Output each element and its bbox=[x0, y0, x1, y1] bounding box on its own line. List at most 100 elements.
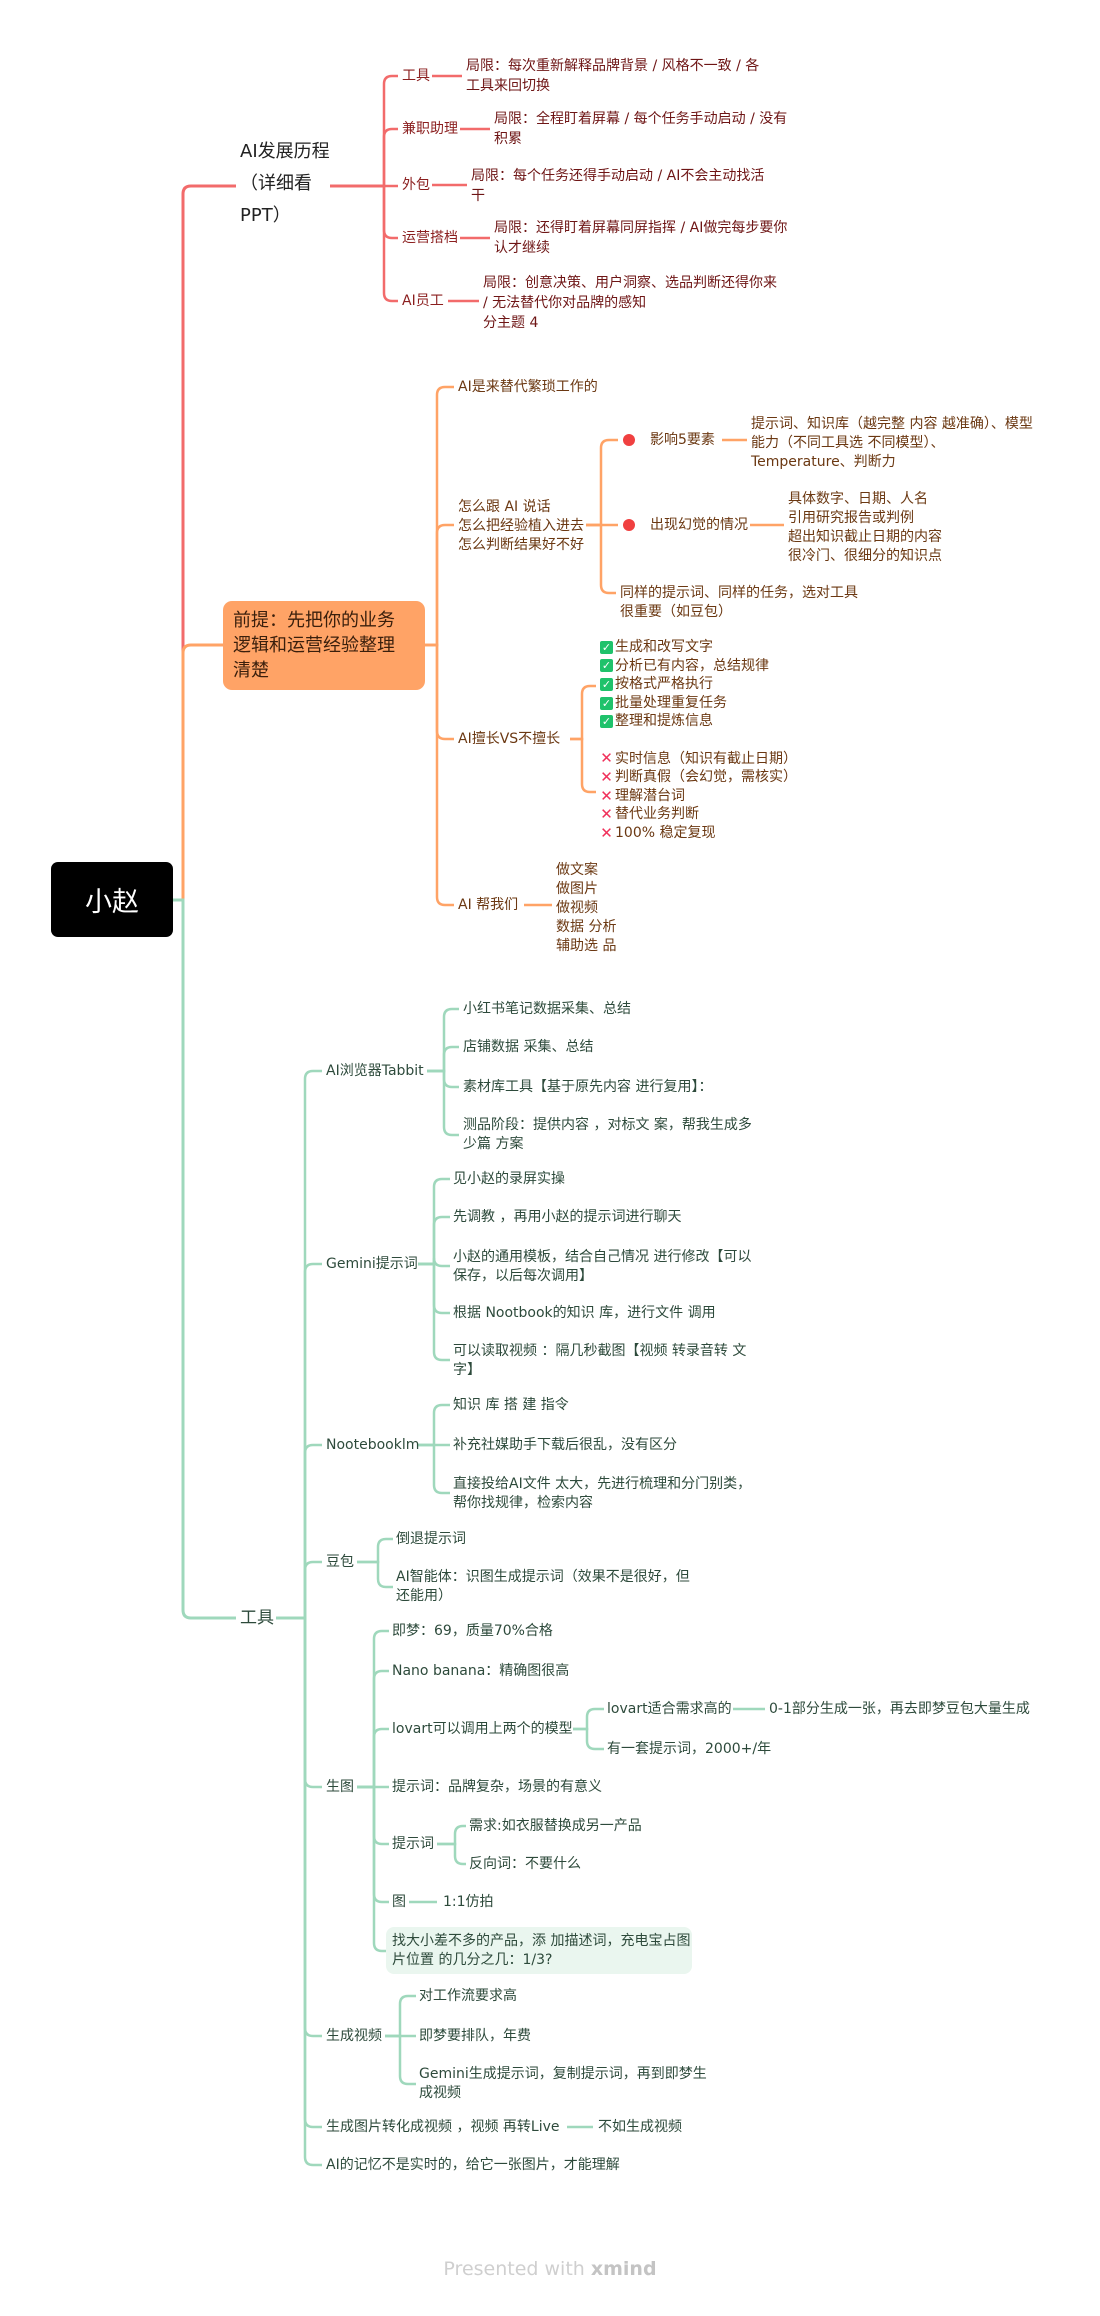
factors-detail[interactable]: 提示词、知识库（越完整 内容 越准确）、模型 能力（不同工具选 不同模型）、 T… bbox=[751, 415, 1033, 470]
image-item-tip[interactable]: 找大小差不多的产品，添 加描述词，充电宝占图 片位置 的几分之几：1/3? bbox=[392, 1932, 691, 1968]
gemini-item[interactable]: 根据 Nootbook的知识 库，进行文件 调用 bbox=[453, 1304, 716, 1321]
skill-row: ✓分析已有内容，总结规律 bbox=[600, 657, 797, 676]
video-item[interactable]: 即梦要排队，年费 bbox=[419, 2027, 531, 2044]
live-detail[interactable]: 不如生成视频 bbox=[598, 2118, 682, 2135]
connector-line bbox=[573, 1707, 604, 1731]
connector-line bbox=[357, 1669, 389, 1789]
video-item[interactable]: Gemini生成提示词，复制提示词，再到即梦生 成视频 bbox=[419, 2065, 707, 2101]
image-item-lovart[interactable]: lovart可以调用上两个的模型 bbox=[392, 1720, 573, 1737]
topic-part-time-stage[interactable]: 兼职助理 bbox=[402, 121, 458, 137]
stage-detail[interactable]: 局限：每次重新解释品牌背景 / 风格不一致 / 各 工具来回切换 bbox=[466, 58, 760, 94]
connector-line bbox=[425, 643, 454, 741]
image-item-pic[interactable]: 图 bbox=[392, 1893, 406, 1910]
gemini-item[interactable]: 见小赵的录屏实操 bbox=[453, 1170, 565, 1187]
topic-tools[interactable]: 工具 bbox=[240, 1607, 274, 1628]
skill-text: 生成和改写文字 bbox=[615, 639, 713, 655]
connector-line bbox=[385, 2034, 416, 2086]
connector-line bbox=[385, 1994, 416, 2038]
connector-line bbox=[276, 1443, 322, 1620]
red-dot-icon bbox=[623, 519, 635, 531]
topic-doubao[interactable]: 豆包 bbox=[326, 1553, 354, 1570]
topic-video[interactable]: 生成视频 bbox=[326, 2027, 382, 2044]
topic-outsource-stage[interactable]: 外包 bbox=[402, 177, 430, 193]
cross-icon: ✕ bbox=[600, 749, 613, 768]
premise-topic[interactable]: 前提：先把你的业务 逻辑和运营经验整理 清楚 bbox=[223, 601, 425, 690]
connector-line bbox=[276, 1069, 322, 1620]
image-item-prompt[interactable]: 提示词 bbox=[392, 1835, 434, 1852]
connector-line bbox=[586, 438, 618, 527]
notebook-item[interactable]: 补充社媒助手下载后很乱，没有区分 bbox=[453, 1436, 677, 1453]
connector-line bbox=[330, 184, 398, 303]
root-topic[interactable]: 小赵 bbox=[51, 862, 173, 937]
connector-line bbox=[418, 1215, 450, 1266]
image-item[interactable]: 提示词：品牌复杂，场景的有意义 bbox=[392, 1778, 602, 1795]
topic-hallucination[interactable]: 出现幻觉的情况 bbox=[650, 516, 748, 533]
skill-row: ✓整理和提炼信息 bbox=[600, 712, 797, 731]
connector-line bbox=[425, 523, 454, 647]
topic-helps[interactable]: AI 帮我们 bbox=[458, 896, 519, 913]
connector-line bbox=[276, 1616, 322, 2167]
topic-tool-stage[interactable]: 工具 bbox=[402, 68, 430, 84]
topic-image[interactable]: 生图 bbox=[326, 1778, 354, 1795]
skill-row: ✕100% 稳定复现 bbox=[600, 824, 797, 843]
topic-gemini[interactable]: Gemini提示词 bbox=[326, 1255, 418, 1272]
notebook-item[interactable]: 直接投给AI文件 太大，先进行梳理和分门别类， 帮你找规律，检索内容 bbox=[453, 1475, 752, 1511]
topic-skills[interactable]: AI擅长VS不擅长 bbox=[458, 730, 561, 747]
topic-notebooklm[interactable]: Nootebooklm bbox=[326, 1436, 420, 1453]
stage-detail[interactable]: 局限：还得盯着屏幕同屏指挥 / AI做完每步要你 认才继续 bbox=[494, 220, 788, 256]
skill-row bbox=[600, 731, 797, 750]
tabbit-item[interactable]: 测品阶段：提供内容 ，对标文 案，帮我生成多 少篇 方案 bbox=[463, 1116, 752, 1152]
topic-ai-history[interactable]: AI发展历程 （详细看 PPT） bbox=[240, 141, 330, 226]
topic-factors[interactable]: 影响5要素 bbox=[650, 431, 715, 448]
doubao-item[interactable]: 倒退提示词 bbox=[396, 1530, 466, 1547]
stage-detail[interactable]: 局限：全程盯着屏幕 / 每个任务手动启动 / 没有 积累 bbox=[494, 111, 788, 147]
prompt-item[interactable]: 反向词：不要什么 bbox=[469, 1855, 581, 1872]
image-item[interactable]: 即梦：69，质量70%合格 bbox=[392, 1622, 553, 1639]
topic-employee-stage[interactable]: AI员工 bbox=[402, 293, 444, 309]
video-item[interactable]: 对工作流要求高 bbox=[419, 1987, 517, 2004]
topic-replace[interactable]: AI是来替代繁琐工作的 bbox=[458, 378, 598, 395]
skill-text: 判断真假（会幻觉，需核实） bbox=[615, 769, 797, 786]
connector-line bbox=[437, 1824, 466, 1846]
topic-tool-choice[interactable]: 同样的提示词、同样的任务，选对工具 很重要（如豆包） bbox=[620, 584, 858, 620]
notebook-item[interactable]: 知识 库 搭 建 指令 bbox=[453, 1396, 569, 1413]
connector-line bbox=[276, 1616, 322, 2038]
stage-detail[interactable]: 局限：创意决策、用户洞察、选品判断还得你来 / 无法替代你对品牌的感知 分主题 … bbox=[483, 275, 777, 331]
skills-list[interactable]: ✓生成和改写文字✓分析已有内容，总结规律✓按格式严格执行✓批量处理重复任务✓整理… bbox=[600, 638, 797, 843]
footer-prefix: Presented with bbox=[443, 2258, 591, 2280]
image-item[interactable]: Nano banana：精确图很高 bbox=[392, 1662, 570, 1679]
topic-memory[interactable]: AI的记忆不是实时的，给它一张图片，才能理解 bbox=[326, 2156, 620, 2173]
skill-row: ✕实时信息（知识有截止日期） bbox=[600, 750, 797, 769]
topic-talk[interactable]: 怎么跟 AI 说话 怎么把经验植入进去 怎么判断结果好不好 bbox=[458, 498, 584, 553]
pic-detail[interactable]: 1:1仿拍 bbox=[443, 1893, 494, 1910]
helps-detail[interactable]: 做文案 做图片 做视频 数据 分析 辅助选 品 bbox=[556, 861, 617, 954]
connector-line bbox=[570, 737, 596, 794]
connector-line bbox=[173, 184, 236, 902]
connector-line bbox=[573, 1727, 604, 1751]
connector-line bbox=[357, 1537, 393, 1564]
stage-detail[interactable]: 局限：每个任务还得手动启动 / AI不会主动找活 干 bbox=[471, 168, 765, 204]
skill-text: 理解潜台词 bbox=[615, 787, 685, 804]
tabbit-item[interactable]: 小红书笔记数据采集、总结 bbox=[463, 1000, 631, 1017]
skill-text: 替代业务判断 bbox=[615, 806, 699, 823]
lovart-price[interactable]: 有一套提示词，2000+/年 bbox=[607, 1740, 772, 1757]
check-icon: ✓ bbox=[600, 677, 613, 691]
gemini-item[interactable]: 小赵的通用模板，结合自己情况 进行修改【可以 保存，以后每次调用】 bbox=[453, 1248, 752, 1284]
topic-live[interactable]: 生成图片转化成视频 ，视频 再转Live bbox=[326, 2118, 560, 2135]
connector-line bbox=[570, 684, 596, 741]
gemini-item[interactable]: 可以读取视频 ：隔几秒截图【视频 转录音转 文 字】 bbox=[453, 1342, 747, 1378]
footer-brand: xmind bbox=[590, 2258, 657, 2280]
doubao-item[interactable]: AI智能体：识图生成提示词（效果不是很好，但 还能用） bbox=[396, 1568, 690, 1604]
prompt-item[interactable]: 需求:如衣服替换成另一产品 bbox=[469, 1817, 642, 1834]
connector-line bbox=[437, 1842, 466, 1866]
gemini-item[interactable]: 先调教 ，再用小赵的提示词进行聊天 bbox=[453, 1208, 682, 1225]
lovart-fit[interactable]: lovart适合需求高的 bbox=[607, 1700, 732, 1717]
tabbit-item[interactable]: 店铺数据 采集、总结 bbox=[463, 1038, 594, 1055]
topic-partner-stage[interactable]: 运营搭档 bbox=[402, 230, 458, 246]
hallucination-detail[interactable]: 具体数字、日期、人名 引用研究报告或判例 超出知识截止日期的内容 很冷门、很细分… bbox=[788, 490, 942, 564]
topic-tabbit[interactable]: AI浏览器Tabbit bbox=[326, 1062, 424, 1079]
connector-line bbox=[276, 1616, 322, 1789]
tabbit-item[interactable]: 素材库工具【基于原先内容 进行复用】： bbox=[463, 1078, 713, 1095]
lovart-fit-detail[interactable]: 0-1部分生成一张，再去即梦豆包大量生成 bbox=[769, 1700, 1030, 1717]
connector-line bbox=[418, 1177, 450, 1266]
